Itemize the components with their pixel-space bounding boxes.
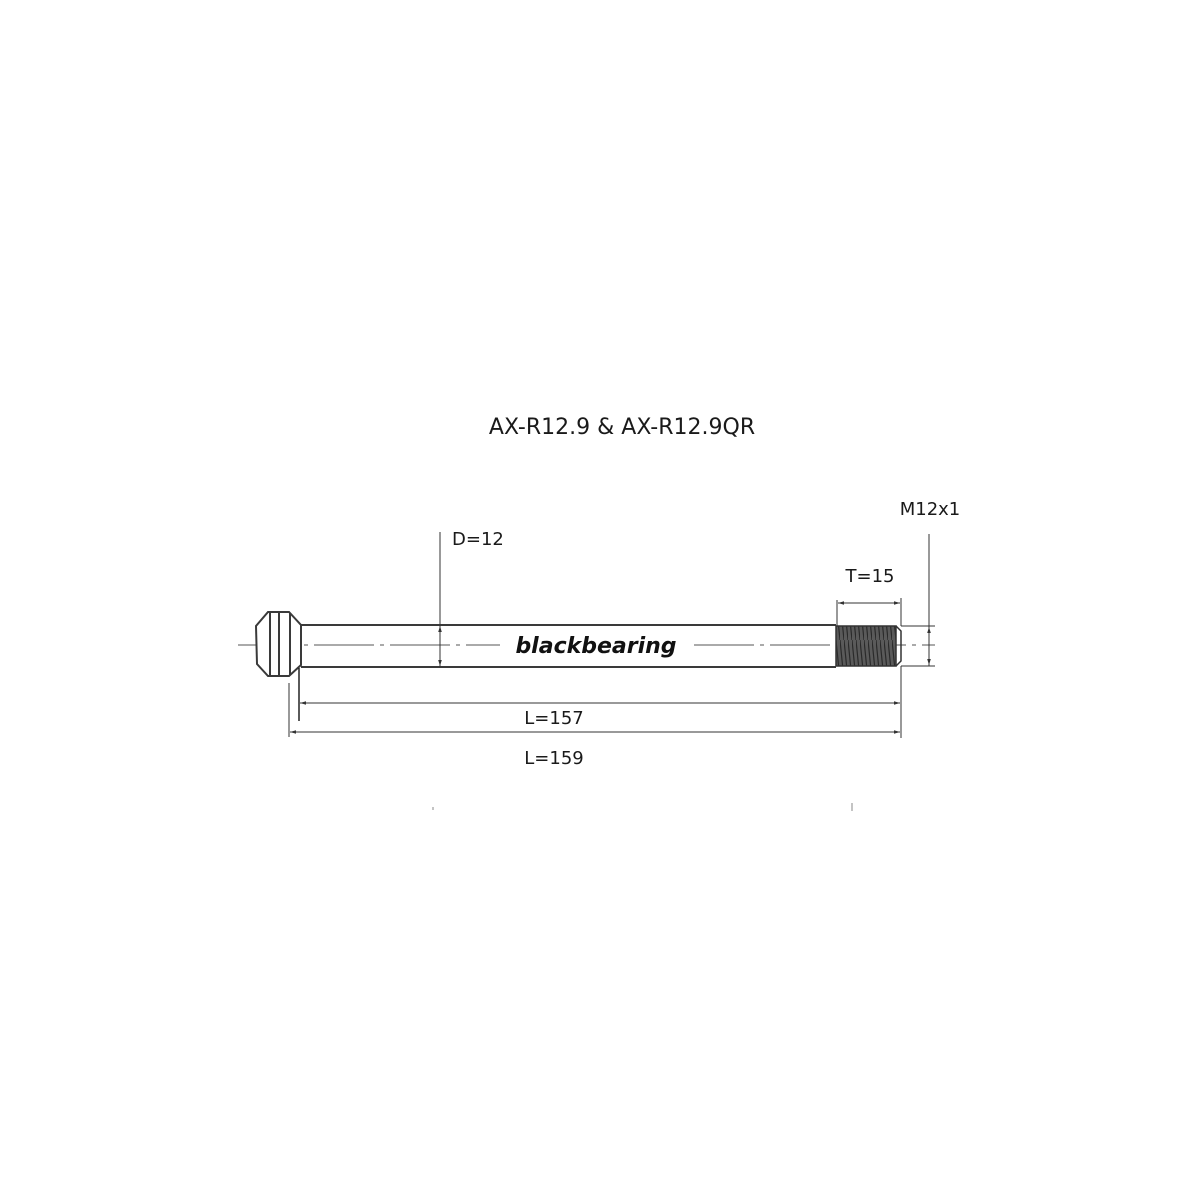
overall-length-dimension: L=159 xyxy=(288,683,900,769)
axle-shaft xyxy=(301,624,836,668)
diameter-label: D=12 xyxy=(452,529,504,550)
overall-length-label: L=159 xyxy=(524,748,583,769)
inner-length-dimension: L=157 xyxy=(298,666,902,738)
thread-spec-dimension: M12x1 xyxy=(900,499,961,667)
thread-length-dimension: T=15 xyxy=(836,566,902,626)
axle-head xyxy=(254,611,302,677)
brand-logo: blackbearing xyxy=(515,634,676,659)
diameter-dimension: D=12 xyxy=(438,529,504,667)
thread-length-label: T=15 xyxy=(845,566,895,587)
axle-thread xyxy=(835,625,902,667)
thread-spec-label: M12x1 xyxy=(900,499,961,520)
drawing-title: AX-R12.9 & AX-R12.9QR xyxy=(489,415,755,440)
inner-length-label: L=157 xyxy=(524,708,583,729)
